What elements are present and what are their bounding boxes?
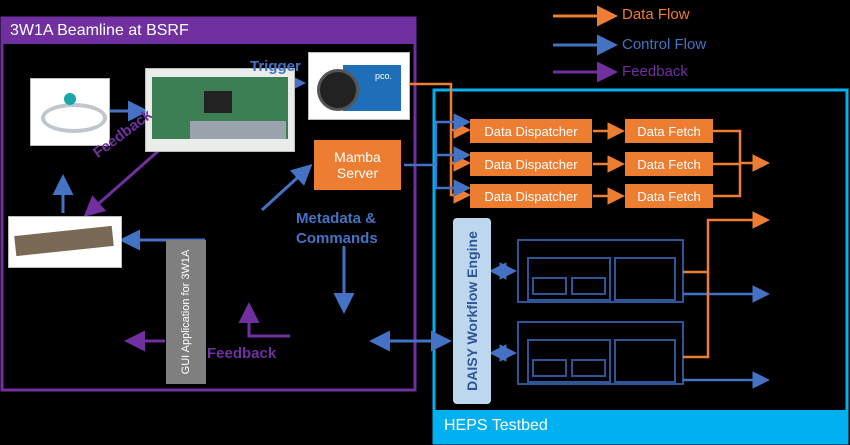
gui-application-label: GUI Application for 3W1A [180, 249, 192, 375]
controller-body-icon [14, 225, 114, 257]
testbed-panel-footer [434, 410, 847, 443]
board-chip-icon [204, 91, 232, 113]
gui-application-bar[interactable]: GUI Application for 3W1A [166, 240, 206, 384]
testbed-panel-title: HEPS Testbed [444, 417, 548, 434]
beamline-panel-header [2, 18, 415, 44]
data-node-2-out [683, 272, 710, 359]
workflow-node-1-sub-a [527, 257, 611, 301]
data-dispatcher-3[interactable]: Data Dispatcher [470, 184, 592, 208]
camera-brand-badge: pco. [375, 71, 393, 81]
camera-lens-icon [317, 69, 359, 111]
fpga-board-image [145, 68, 295, 152]
data-split-to-dispatcher-3 [449, 163, 471, 204]
commands-label: Commands [296, 230, 378, 247]
metadata-label: Metadata & [296, 210, 377, 227]
workflow-node-2 [517, 321, 684, 385]
feedback-bottom-label: Feedback [207, 345, 277, 362]
arrow-to-mamba [260, 163, 313, 212]
stage-ring-icon [41, 103, 107, 133]
mamba-line-2: Server [336, 165, 379, 181]
data-fetch-2[interactable]: Data Fetch [625, 152, 713, 176]
workflow-node-1 [517, 239, 684, 303]
controller-image [8, 216, 122, 268]
control-to-dispatcher-3 [434, 165, 471, 197]
daisy-engine-bar[interactable]: DAISY Workflow Engine [453, 218, 491, 404]
daisy-engine-label: DAISY Workflow Engine [464, 231, 480, 391]
board-bracket-icon [190, 121, 286, 139]
arrow-feedback-up [238, 302, 290, 338]
workflow-node-2-cell-a [532, 359, 567, 377]
mamba-server-box[interactable]: Mamba Server [314, 140, 401, 190]
workflow-node-2-sub-a [527, 339, 611, 383]
workflow-node-1-cell-a [532, 277, 567, 295]
workflow-node-2-sub-b [614, 339, 676, 383]
control-to-dispatcher-2 [434, 146, 471, 165]
data-fetch-out-1 [713, 129, 770, 172]
control-mamba-to-dispatchers [404, 113, 471, 167]
sample-stage-image [30, 78, 110, 146]
workflow-node-1-sub-b [614, 257, 676, 301]
data-dispatcher-1[interactable]: Data Dispatcher [470, 119, 592, 143]
legend-feedback-label: Feedback [622, 63, 688, 80]
mamba-line-1: Mamba [334, 149, 381, 165]
workflow-node-2-cell-b [571, 359, 606, 377]
camera-image: pco. [308, 52, 410, 120]
data-node-1-out [683, 211, 770, 274]
stage-sample-icon [64, 93, 76, 105]
trigger-label: Trigger [250, 58, 301, 75]
beamline-panel-title: 3W1A Beamline at BSRF [10, 22, 189, 39]
data-dispatcher-2[interactable]: Data Dispatcher [470, 152, 592, 176]
data-fetch-3[interactable]: Data Fetch [625, 184, 713, 208]
data-split-to-dispatcher-2 [449, 130, 471, 172]
data-fetch-out-3 [713, 164, 742, 198]
workflow-node-1-cell-b [571, 277, 606, 295]
legend-data-flow-label: Data Flow [622, 6, 690, 23]
data-fetch-1[interactable]: Data Fetch [625, 119, 713, 143]
legend-control-flow-label: Control Flow [622, 36, 707, 53]
